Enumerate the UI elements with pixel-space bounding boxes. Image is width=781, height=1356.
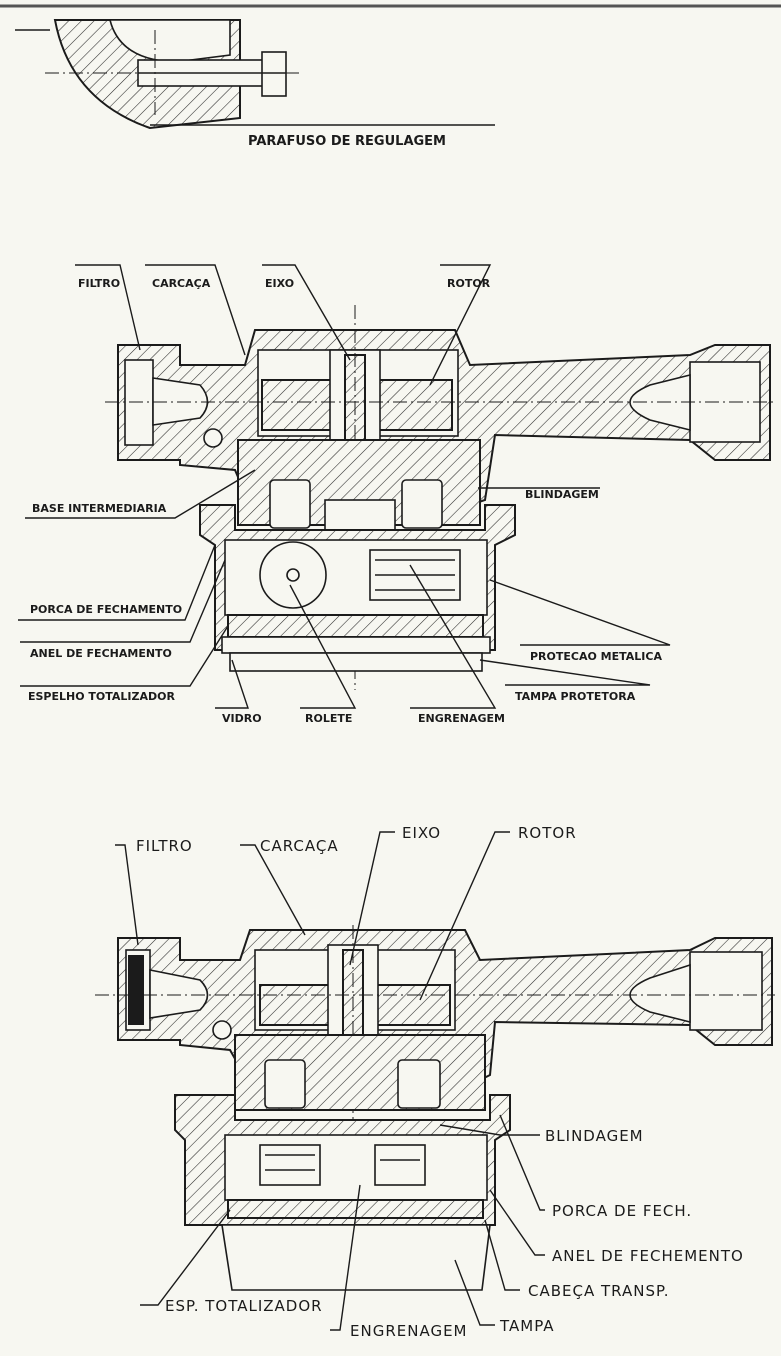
v2-label-rotor: ROTOR bbox=[518, 824, 577, 842]
view-1-leaders bbox=[18, 264, 671, 709]
v1-label-filtro: FILTRO bbox=[78, 277, 120, 290]
v1-label-tampa-protetora: TAMPA PROTETORA bbox=[515, 690, 636, 703]
v1-label-porca-fechamento: PORCA DE FECHAMENTO bbox=[30, 603, 182, 616]
v2-label-tampa: TAMPA bbox=[499, 1317, 555, 1335]
v1-label-anel-fechamento: ANEL DE FECHAMENTO bbox=[30, 647, 172, 660]
v1-label-engrenagem: ENGRENAGEM bbox=[418, 712, 505, 725]
v2-label-cabeca-transp: CABEÇA TRANSP. bbox=[528, 1282, 669, 1300]
view-1-labels: FILTRO CARCAÇA EIXO ROTOR BLINDAGEM BASE… bbox=[28, 277, 662, 725]
v2-label-eixo: EIXO bbox=[402, 824, 441, 842]
v2-label-filtro: FILTRO bbox=[136, 837, 193, 855]
v2-label-carcaca: CARCAÇA bbox=[260, 837, 339, 855]
v1-label-vidro: VIDRO bbox=[222, 712, 262, 725]
v2-label-anel-fechamento: ANEL DE FECHEMENTO bbox=[552, 1247, 744, 1265]
v2-label-blindagem: BLINDAGEM bbox=[545, 1127, 644, 1145]
v1-label-blindagem: BLINDAGEM bbox=[525, 488, 599, 501]
v1-label-protecao-metalica: PROTECAO METALICA bbox=[530, 650, 662, 663]
v2-label-esp-totalizador: ESP. TOTALIZADOR bbox=[165, 1297, 323, 1315]
v1-label-espelho-totalizador: ESPELHO TOTALIZADOR bbox=[28, 690, 175, 703]
v1-label-base-intermediaria: BASE INTERMEDIARIA bbox=[32, 502, 167, 515]
top-detail: PARAFUSO DE REGULAGEM bbox=[15, 19, 495, 149]
view-2-cross-section bbox=[95, 925, 775, 1291]
v1-label-rotor: ROTOR bbox=[447, 277, 491, 290]
v1-label-carcaca: CARCAÇA bbox=[152, 277, 211, 290]
v1-label-rolete: ROLETE bbox=[305, 712, 352, 725]
v1-label-eixo: EIXO bbox=[265, 277, 294, 290]
view-2-labels: FILTRO CARCAÇA EIXO ROTOR BLINDAGEM PORC… bbox=[136, 824, 744, 1340]
view-1-cross-section bbox=[105, 305, 775, 690]
v2-label-engrenagem: ENGRENAGEM bbox=[350, 1322, 467, 1340]
label-parafuso-regulagem: PARAFUSO DE REGULAGEM bbox=[248, 134, 446, 149]
view-2-leaders bbox=[115, 831, 545, 1331]
v2-label-porca-fech: PORCA DE FECH. bbox=[552, 1202, 692, 1220]
